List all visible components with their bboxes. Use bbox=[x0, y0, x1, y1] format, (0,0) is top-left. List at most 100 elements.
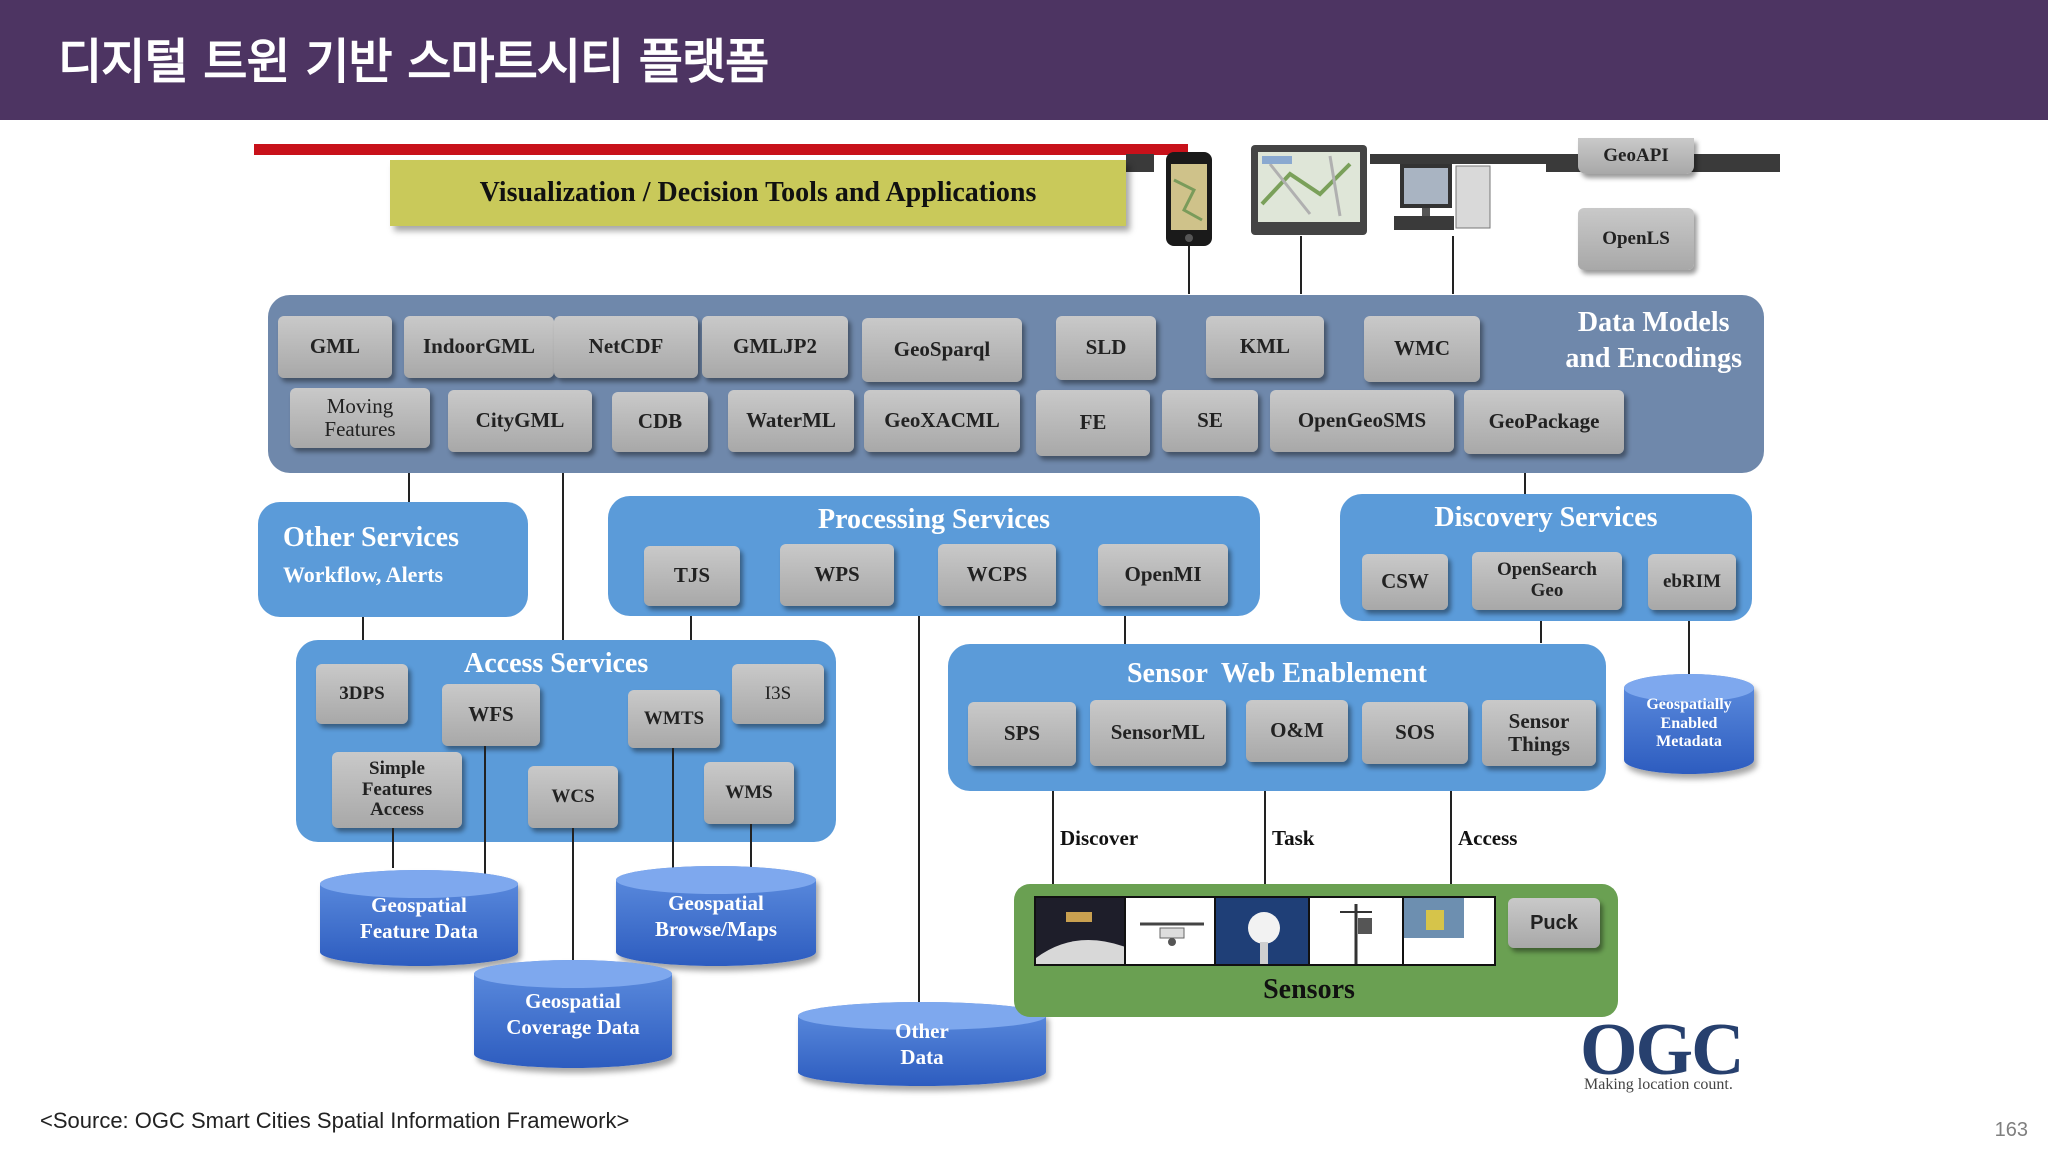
geospatial-coverage-data-store: Geospatial Coverage Data bbox=[474, 960, 672, 1068]
format-se: SE bbox=[1162, 390, 1258, 452]
connector-line bbox=[572, 828, 574, 962]
service-i3s: I3S bbox=[732, 664, 824, 724]
page-number: 163 bbox=[1994, 1119, 2028, 1141]
format-kml: KML bbox=[1206, 316, 1324, 378]
processing-services-title: Processing Services bbox=[818, 504, 1050, 535]
connector-line bbox=[392, 828, 394, 868]
ogc-tagline: Making location count. bbox=[1584, 1076, 1733, 1093]
visualization-banner: Visualization / Decision Tools and Appli… bbox=[390, 160, 1126, 226]
smartphone-icon bbox=[1166, 152, 1212, 246]
visualization-banner-label: Visualization / Decision Tools and Appli… bbox=[479, 177, 1037, 208]
connector-line bbox=[690, 616, 692, 640]
sensors-title: Sensors bbox=[1263, 974, 1355, 1005]
format-citygml: CityGML bbox=[448, 390, 592, 452]
other-services-title: Other Services bbox=[283, 522, 459, 553]
format-moving-features: Moving Features bbox=[290, 388, 430, 448]
service-tjs: TJS bbox=[644, 546, 740, 606]
connector-line bbox=[562, 473, 564, 640]
connector-line bbox=[1540, 621, 1542, 643]
tablet-map-icon bbox=[1251, 145, 1367, 235]
service-wms: WMS bbox=[704, 762, 794, 824]
format-waterml: WaterML bbox=[728, 390, 854, 452]
geospatial-browse-maps-store: Geospatial Browse/Maps bbox=[616, 866, 816, 966]
buoy-photo bbox=[1402, 896, 1496, 966]
geospatial-feature-data-store: Geospatial Feature Data bbox=[320, 870, 518, 966]
connector-line bbox=[1052, 791, 1054, 885]
service-sos: SOS bbox=[1362, 702, 1468, 764]
service-sensorml: SensorML bbox=[1090, 700, 1226, 766]
service-wcs: WCS bbox=[528, 766, 618, 828]
service-simple-features-access: Simple Features Access bbox=[332, 752, 462, 828]
format-netcdf: NetCDF bbox=[554, 316, 698, 378]
openls-box: OpenLS bbox=[1578, 208, 1694, 270]
format-wmc: WMC bbox=[1364, 316, 1480, 382]
format-geoxacml: GeoXACML bbox=[864, 390, 1020, 452]
connector-line bbox=[750, 824, 752, 872]
connector-line bbox=[1188, 246, 1190, 294]
connector-line bbox=[918, 616, 920, 1006]
satellite-photo bbox=[1034, 896, 1126, 966]
ogc-logo: OGC bbox=[1580, 1009, 1745, 1091]
access-label: Access bbox=[1458, 826, 1518, 850]
service-csw: CSW bbox=[1362, 554, 1448, 610]
discover-label: Discover bbox=[1060, 826, 1139, 850]
connector-line bbox=[672, 748, 674, 872]
puck-box: Puck bbox=[1508, 898, 1600, 948]
metadata-store: Geospatially Enabled Metadata bbox=[1624, 674, 1754, 774]
connector-line bbox=[484, 746, 486, 876]
format-gmljp2: GMLJP2 bbox=[702, 316, 848, 378]
format-gml: GML bbox=[278, 316, 392, 378]
swe-title: Sensor Web Enablement bbox=[1126, 658, 1427, 689]
dark-bar-segment bbox=[1370, 154, 1546, 164]
service-ebrim: ebRIM bbox=[1648, 554, 1736, 610]
connector-line bbox=[1300, 236, 1302, 294]
browse-maps-label: Geospatial Browse/Maps bbox=[654, 890, 778, 941]
desktop-computer-icon bbox=[1394, 164, 1491, 230]
other-services-panel: Other Services Workflow, Alerts bbox=[258, 502, 528, 617]
feature-data-label: Geospatial Feature Data bbox=[360, 892, 478, 943]
connector-line bbox=[408, 473, 410, 503]
page-title: 디지털 트윈 기반 스마트시티 플랫폼 bbox=[58, 34, 769, 90]
coverage-data-label: Geospatial Coverage Data bbox=[506, 988, 640, 1039]
connector-line bbox=[1452, 236, 1454, 294]
format-geosparql: GeoSparql bbox=[862, 318, 1022, 382]
other-data-store: Other Data bbox=[798, 1002, 1046, 1086]
weather-radar-photo bbox=[1214, 896, 1310, 966]
format-cdb: CDB bbox=[612, 392, 708, 452]
service-o-and-m: O&M bbox=[1246, 700, 1348, 762]
service-wcps: WCPS bbox=[938, 544, 1056, 606]
service-wmts: WMTS bbox=[628, 690, 720, 748]
red-divider bbox=[254, 144, 1188, 155]
dark-bar-segment bbox=[1126, 154, 1154, 172]
service-openmi: OpenMI bbox=[1098, 544, 1228, 606]
format-opengeosms: OpenGeoSMS bbox=[1270, 390, 1454, 452]
format-sld: SLD bbox=[1056, 316, 1156, 380]
service-wfs: WFS bbox=[442, 684, 540, 746]
other-services-subtitle: Workflow, Alerts bbox=[283, 562, 444, 587]
service-wps: WPS bbox=[780, 544, 894, 606]
header-bar: 디지털 트윈 기반 스마트시티 플랫폼 bbox=[0, 0, 2048, 120]
connector-line bbox=[1264, 791, 1266, 885]
connector-line bbox=[362, 617, 364, 643]
service-3dps: 3DPS bbox=[316, 664, 408, 724]
service-sensorthings: Sensor Things bbox=[1482, 700, 1596, 766]
connector-line bbox=[1450, 791, 1452, 885]
format-geopackage: GeoPackage bbox=[1464, 390, 1624, 454]
connector-line bbox=[1124, 616, 1126, 644]
drone-photo bbox=[1124, 896, 1216, 966]
access-services-title: Access Services bbox=[464, 648, 649, 679]
service-opensearch-geo: OpenSearch Geo bbox=[1472, 552, 1622, 610]
service-sps: SPS bbox=[968, 702, 1076, 766]
discovery-services-title: Discovery Services bbox=[1434, 502, 1658, 533]
geoapi-box: GeoAPI bbox=[1578, 138, 1694, 174]
metadata-store-label: Geospatially Enabled Metadata bbox=[1646, 696, 1732, 751]
data-models-title: Data Models and Encodings bbox=[1565, 307, 1742, 375]
format-fe: FE bbox=[1036, 390, 1150, 456]
connector-line bbox=[1688, 621, 1690, 675]
task-label: Task bbox=[1272, 826, 1315, 850]
weather-station-photo bbox=[1308, 896, 1404, 966]
format-indoorgml: IndoorGML bbox=[404, 316, 554, 378]
source-caption: <Source: OGC Smart Cities Spatial Inform… bbox=[40, 1108, 630, 1133]
other-data-label: Other Data bbox=[895, 1018, 949, 1069]
connector-line bbox=[1524, 473, 1526, 495]
